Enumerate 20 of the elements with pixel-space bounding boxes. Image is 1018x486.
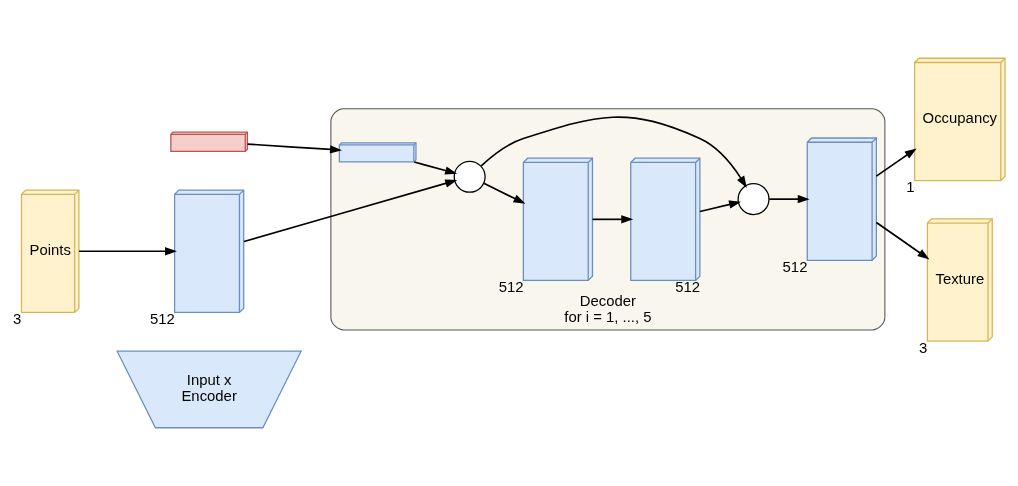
arrow: [768, 194, 810, 204]
node-circle: [737, 183, 770, 216]
arrow: [699, 200, 741, 213]
node-label: 3: [919, 340, 928, 356]
arrow: [875, 148, 917, 177]
node-label: 1: [906, 179, 915, 196]
node-label: 3: [13, 311, 22, 328]
node-label: 512: [675, 279, 701, 296]
node-label: 512: [149, 311, 175, 328]
arrow: [482, 182, 526, 204]
arrow: [78, 247, 177, 256]
arrow: [480, 116, 747, 188]
arrow: [413, 161, 458, 175]
node-label: 512: [782, 259, 808, 276]
node-circle: [453, 160, 486, 193]
node-label: 512: [498, 279, 524, 296]
arrow: [875, 221, 930, 260]
arrow: [243, 179, 458, 243]
arrow: [591, 215, 634, 224]
arrow: [246, 143, 342, 154]
